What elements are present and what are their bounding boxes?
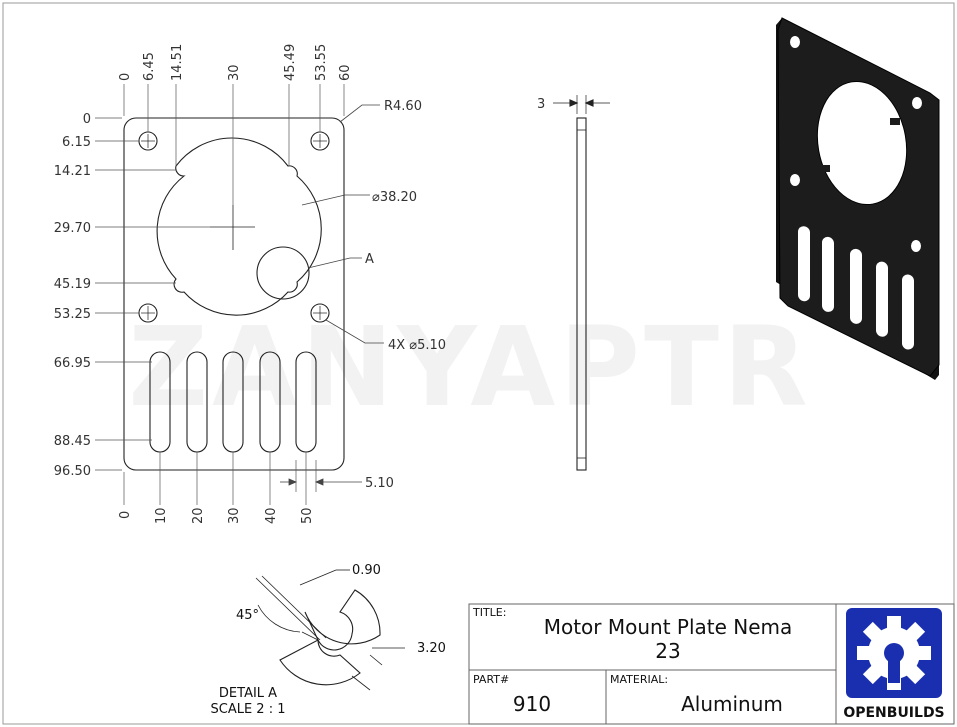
top-dim-5: 53.55 [314,44,329,81]
title-label: TITLE: [472,606,506,619]
detail-label-line2: SCALE 2 : 1 [211,702,286,717]
top-dim-4: 45.49 [283,44,298,81]
material-label: MATERIAL: [610,673,668,686]
left-dim-3: 29.70 [54,221,91,236]
top-dim-0: 0 [118,73,133,81]
detail-label-line1: DETAIL A [219,686,277,701]
left-dim-4: 45.19 [54,277,91,292]
left-dimension-labels: 0 6.15 14.21 29.70 45.19 53.25 66.95 88.… [54,112,91,479]
slot-width-callout: 5.10 [365,476,394,491]
left-dim-0: 0 [83,112,91,127]
title-line1: Motor Mount Plate Nema [544,615,793,639]
motor-bore [156,137,322,316]
callout-labels: R4.60 ⌀38.20 A 4X ⌀5.10 5.10 [365,99,446,491]
left-dim-7: 88.45 [54,434,91,449]
radius-callout: R4.60 [384,99,422,114]
left-dim-1: 6.15 [62,135,91,150]
title-block-text: TITLE: Motor Mount Plate Nema 23 PART# 9… [472,606,792,716]
material-value: Aluminum [681,692,783,716]
top-extension-lines [123,84,345,205]
bottom-dim-2: 20 [191,507,206,524]
thickness-callout: 3 [537,97,545,112]
isometric-view [776,17,940,380]
bottom-dimension-labels: 0 10 20 30 40 50 [118,507,315,524]
bore-callout: ⌀38.20 [372,190,417,205]
top-dimension-labels: 0 6.45 14.51 30 45.49 53.55 60 [118,44,353,81]
detail-a-view [255,569,405,691]
top-dim-2: 14.51 [170,44,185,81]
left-dim-8: 96.50 [54,464,91,479]
detail-angle: 45° [236,608,259,623]
detail-a-labels: 45° 0.90 3.20 DETAIL A SCALE 2 : 1 [211,563,446,717]
bottom-dim-4: 40 [264,507,279,524]
left-extension-lines [95,117,210,471]
part-value: 910 [513,692,551,716]
detail-ref-callout: A [365,252,374,267]
part-label: PART# [473,673,509,686]
top-dim-6: 60 [338,64,353,81]
left-dim-6: 66.95 [54,356,91,371]
watermark: ZANYAPTR [128,303,812,431]
side-view [553,95,610,471]
detail-depth: 3.20 [417,641,446,656]
callout-leaders [280,104,384,486]
holes-callout: 4X ⌀5.10 [388,338,446,353]
bottom-extension-lines [123,452,317,505]
detail-chamfer: 0.90 [352,563,381,578]
top-dim-3: 30 [227,64,242,81]
left-dim-2: 14.21 [54,164,91,179]
bottom-dim-0: 0 [118,511,133,519]
openbuilds-logo: OPENBUILDS [843,608,945,721]
bottom-dim-1: 10 [154,507,169,524]
title-block [468,603,955,725]
left-dim-5: 53.25 [54,307,91,322]
gear-icon [857,616,931,690]
detail-a-circle [256,246,310,300]
bottom-dim-3: 30 [227,507,242,524]
title-line2: 23 [655,639,680,663]
plate-outline [123,117,345,471]
bottom-dim-5: 50 [300,507,315,524]
logo-text: OPENBUILDS [843,705,944,721]
top-dim-1: 6.45 [142,52,157,81]
